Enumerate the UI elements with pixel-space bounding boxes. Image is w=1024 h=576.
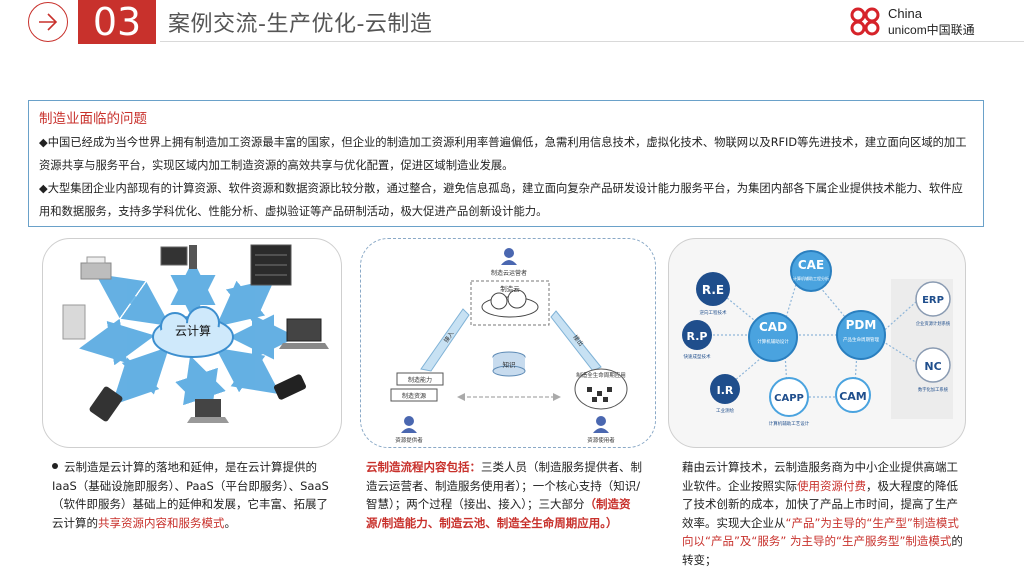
problem-paragraph-1: ◆中国已经成为当今世界上拥有制造加工资源最丰富的国家，但企业的制造加工资源利用率…: [39, 136, 967, 172]
rp-sub: 快速成型技术: [684, 353, 711, 360]
caption3-highlight-b: “产品”为主导的“生产型”制造模式向以“产品”及“服务” 为主导的“生产服务型”…: [682, 515, 959, 549]
unicom-knot-icon: [850, 7, 880, 36]
operator-label: 制造云运营者: [491, 269, 527, 277]
caption3-highlight-a: 使用资源付费: [797, 478, 866, 493]
header-divider: [160, 41, 1024, 42]
network-nodes-icon: [587, 387, 612, 402]
cloud-label: 制造云: [500, 284, 520, 293]
cloud-manufacturing-flow-diagram: 制造云运营者 制造云 接入 接出 知识 制造能力 制造资源 制造全生命周期应用: [360, 238, 656, 448]
knowledge-database-icon: [492, 351, 526, 377]
header: 03 案例交流-生产优化-云制造 China unicom中国联通: [0, 0, 1024, 44]
pdm-sub: 产品生命周期管理: [843, 336, 879, 343]
cad-node: CAD: [759, 320, 787, 334]
nc-sub: 数字化加工系统: [918, 386, 949, 393]
user-person-icon: [593, 416, 609, 433]
problem-box: 制造业面临的问题 ◆中国已经成为当今世界上拥有制造加工资源最丰富的国家，但企业的…: [28, 100, 984, 227]
server-rack-icon: [250, 244, 292, 286]
brand-line2: unicom中国联通: [888, 23, 975, 37]
laptop-small-icon: [187, 399, 229, 423]
brand-logo: China unicom中国联通: [848, 4, 998, 40]
caption2-highlight: （制造资源/制造能力、制造云池、制造全生命周期应用。）: [366, 497, 631, 530]
caption-industrial-software: 藉由云计算技术，云制造服务商为中小企业提供高端工业软件。企业按照实际使用资源付费…: [682, 458, 964, 569]
caption3-text-a: 藉由云计算技术，云制造服务商为中小企业提供高端工业软件。企业按照实际: [682, 460, 958, 493]
caption3-end: 的转变；: [682, 534, 963, 567]
caption3-text-b: ，极大程度的降低了技术创新的成本，加快了产品上市时间，提高了生产效率。实现大企业…: [682, 478, 958, 530]
storage-box-icon: [62, 304, 86, 340]
double-arrow-icon: [457, 393, 561, 401]
bullet-icon: [52, 463, 58, 469]
capp-sub: 计算机辅助工艺设计: [769, 420, 810, 427]
erp-node: ERP: [922, 295, 944, 306]
ir-sub: 工业测绘: [716, 407, 734, 414]
smartphone-icon: [274, 374, 306, 400]
printer-icon: [80, 256, 112, 280]
caption1-end: 。: [224, 515, 237, 530]
tablet-icon: [89, 386, 123, 422]
pdm-node: PDM: [846, 318, 877, 332]
knowledge-label: 知识: [503, 360, 517, 369]
problem-title: 制造业面临的问题: [39, 111, 147, 127]
erp-sub: 企业资源计划系统: [916, 320, 951, 327]
operator-person-icon: [501, 248, 517, 265]
provider-person-icon: [401, 416, 417, 433]
capability-label: 制造能力: [408, 376, 432, 384]
caption1-text: 云制造是云计算的落地和延伸，是在云计算提供的IaaS（基础设施即服务）、PaaS…: [52, 460, 329, 530]
industrial-software-diagram: R.E 逆向工程技术 R.P 快速成型技术 I.R 工业测绘 CAD 计算机辅助…: [668, 238, 966, 448]
page-title: 案例交流-生产优化-云制造: [168, 12, 433, 37]
brand-line1: China: [888, 6, 922, 21]
caption1-highlight: 共享资源内容和服务模式: [98, 515, 225, 530]
cloud-icon: [152, 306, 234, 358]
desktop-computer-icon: [160, 245, 197, 269]
cam-node: CAM: [839, 390, 867, 403]
lifecycle-label: 制造全生命周期应用: [576, 371, 626, 379]
laptop-icon: [279, 318, 329, 349]
problem-paragraph-2: ◆大型集团企业内部现有的计算资源、软件资源和数据资源比较分散，通过整合，避免信息…: [39, 182, 963, 218]
cae-sub: 计算机辅助工程分析: [793, 275, 829, 281]
cad-sub: 计算机辅助设计: [757, 338, 789, 345]
resource-label: 制造资源: [402, 392, 426, 400]
cae-node: CAE: [798, 258, 824, 272]
rp-node: R.P: [687, 330, 708, 343]
caption-manufacturing-flow: 云制造流程内容包括：三类人员（制造服务提供者、制造云运营者、制造服务使用者）；一…: [366, 458, 646, 532]
caption2-lead: 云制造流程内容包括：: [366, 460, 481, 474]
capp-node: CAPP: [774, 393, 804, 404]
re-node: R.E: [702, 283, 724, 297]
arrow-right-icon: [28, 2, 68, 42]
user-label: 资源使用者: [587, 436, 615, 444]
caption2-text: 三类人员（制造服务提供者、制造云运营者、制造服务使用者）；一个核心支持（知识/智…: [366, 460, 642, 511]
provider-label: 资源提供者: [395, 436, 423, 444]
nc-node: NC: [924, 360, 941, 373]
cloud-computing-diagram: 云计算: [42, 238, 342, 448]
section-number: 03: [78, 0, 156, 44]
caption-cloud-computing: 云制造是云计算的落地和延伸，是在云计算提供的IaaS（基础设施即服务）、PaaS…: [52, 458, 332, 532]
manufacturing-cloud-icon: [481, 289, 539, 318]
ir-node: I.R: [717, 384, 734, 397]
cloud-center-label: 云计算: [175, 323, 211, 338]
re-sub: 逆向工程技术: [700, 309, 727, 316]
